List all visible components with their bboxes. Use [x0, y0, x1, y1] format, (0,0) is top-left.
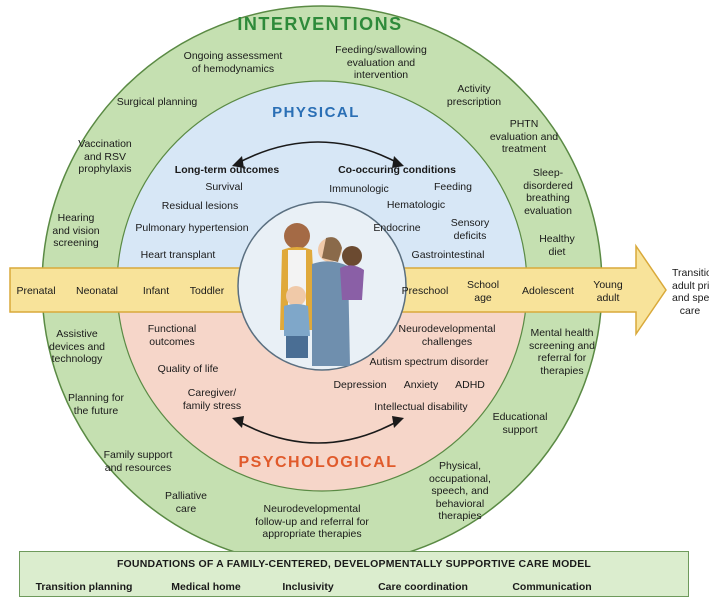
physical-region — [117, 81, 527, 286]
intervention-item: Palliative care — [164, 490, 208, 515]
psych-item: Quality of life — [157, 363, 219, 375]
stage-prenatal: Prenatal — [16, 285, 56, 297]
psychological-region — [117, 286, 527, 491]
intervention-item: Physical, occupational, speech, and beha… — [429, 460, 491, 522]
family-illustration — [280, 223, 364, 366]
longterm-outcome: Survival — [205, 181, 243, 193]
intervention-item: Sleep- disordered breathing evaluation — [523, 167, 573, 217]
stage-neonatal: Neonatal — [75, 285, 119, 297]
psych-item: Autism spectrum disorder — [369, 356, 489, 368]
stage-adolescent: Adolescent — [522, 285, 574, 297]
stage-young-adult: Young adult — [593, 279, 623, 304]
cooccurring-condition: Endocrine — [373, 222, 421, 234]
cooccurring-condition: Immunologic — [329, 183, 389, 195]
psych-item: Functional outcomes — [147, 323, 197, 348]
stage-toddler: Toddler — [189, 285, 225, 297]
psych-item: ADHD — [455, 379, 485, 391]
longterm-outcomes-heading: Long-term outcomes — [174, 164, 280, 176]
foundations-box: FOUNDATIONS OF A FAMILY-CENTERED, DEVELO… — [19, 551, 689, 597]
intervention-item: Ongoing assessment of hemodynamics — [183, 50, 283, 75]
cooccurring-condition: Sensory deficits — [450, 217, 490, 242]
intervention-item: Assistive devices and technology — [48, 328, 106, 365]
intervention-item: Surgical planning — [116, 96, 198, 108]
longterm-outcome: Heart transplant — [140, 249, 216, 261]
physical-double-arrow — [235, 141, 401, 165]
intervention-item: Healthy diet — [539, 233, 575, 258]
foundations-title: FOUNDATIONS OF A FAMILY-CENTERED, DEVELO… — [116, 558, 592, 570]
foundation-inclusivity: Inclusivity — [282, 581, 334, 593]
longterm-outcome: Residual lesions — [161, 200, 239, 212]
foundation-communication: Communication — [512, 581, 592, 593]
stage-school-age: School age — [466, 279, 500, 304]
intervention-item: Feeding/swallowing evaluation and interv… — [335, 44, 427, 81]
stage-infant: Infant — [142, 285, 170, 297]
psych-item: Caregiver/ family stress — [182, 387, 242, 412]
intervention-item: Activity prescription — [446, 83, 502, 108]
foundation-care-coordination: Care coordination — [378, 581, 468, 593]
physical-title: PHYSICAL — [272, 104, 360, 121]
interventions-title: INTERVENTIONS — [237, 14, 403, 34]
intervention-item: Hearing and vision screening — [52, 212, 100, 249]
psychological-double-arrow — [235, 419, 401, 444]
intervention-item: Neurodevelopmental follow-up and referra… — [255, 503, 369, 540]
psych-item: Neurodevelopmental challenges — [398, 323, 496, 348]
intervention-item: Vaccination and RSV prophylaxis — [78, 138, 132, 175]
longterm-outcome: Pulmonary hypertension — [135, 222, 249, 234]
cooccurring-conditions-heading: Co-occuring conditions — [338, 164, 456, 176]
intervention-item: PHTN evaluation and treatment — [489, 118, 559, 155]
transition-label: Transition to adult primary and specialt… — [672, 267, 709, 317]
intervention-item: Family support and resources — [103, 449, 173, 474]
intervention-item: Planning for the future — [67, 392, 125, 417]
psych-item: Anxiety — [403, 379, 439, 391]
foundation-transition-planning: Transition planning — [35, 581, 133, 593]
foundation-medical-home: Medical home — [171, 581, 241, 593]
cooccurring-condition: Hematologic — [386, 199, 446, 211]
cooccurring-condition: Feeding — [434, 181, 472, 193]
cooccurring-condition: Gastrointestinal — [411, 249, 485, 261]
psych-item: Intellectual disability — [374, 401, 468, 413]
psych-item: Depression — [333, 379, 387, 391]
psychological-title: PSYCHOLOGICAL — [238, 454, 398, 471]
intervention-item: Mental health screening and referral for… — [529, 327, 595, 377]
intervention-item: Educational support — [492, 411, 548, 436]
stage-preschool: Preschool — [401, 285, 449, 297]
